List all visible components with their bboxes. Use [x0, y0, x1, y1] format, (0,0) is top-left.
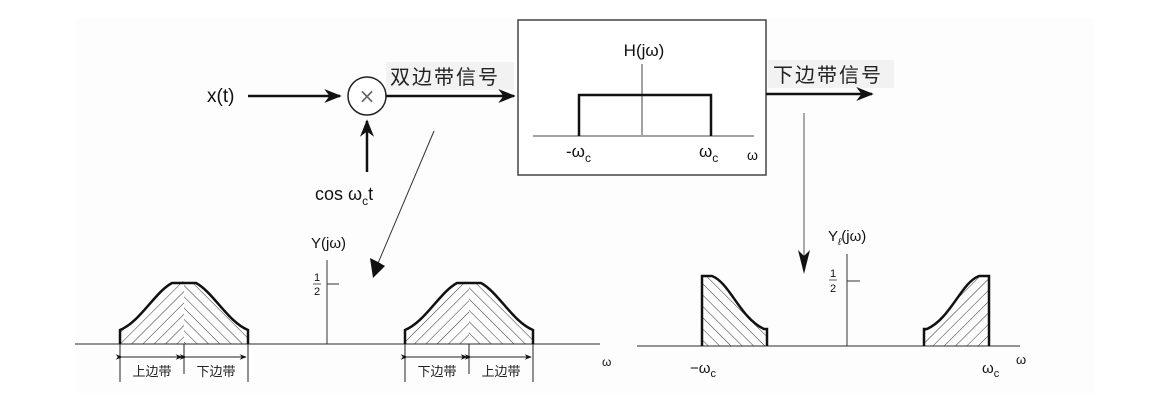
lsb-label-bg	[768, 60, 894, 88]
lsb-pointer-head	[798, 250, 810, 274]
input-label: x(t)	[207, 86, 234, 107]
dsb-left-envelope	[118, 281, 250, 344]
carrier-label: cos ωct	[315, 184, 373, 208]
lsb-half-den: 2	[830, 283, 836, 295]
lsb-spectrum: Yℓ(jω) 1 2 −ωc ωc ω	[637, 228, 1026, 380]
filter-pos-cutoff: ωc	[699, 142, 718, 165]
dsb-pointer-head	[370, 258, 385, 278]
filter-response	[577, 93, 713, 136]
dsb-half-den: 2	[314, 286, 320, 298]
lsb-right-envelope	[922, 274, 991, 346]
dsb-signal-label: 双边带信号	[390, 65, 500, 89]
filter-neg-cutoff: -ωc	[566, 142, 591, 165]
lsb-half-num: 1	[830, 268, 836, 280]
lsb-pos-cutoff: ωc	[982, 360, 1000, 380]
multiplier: ×	[347, 76, 387, 116]
dsb-right-lower-band-label: 下边带	[417, 365, 456, 380]
dsb-half-num: 1	[314, 272, 320, 284]
multiply-icon: ×	[359, 84, 376, 108]
dsb-label-bg	[386, 62, 514, 90]
dsb-right-upper-band-label: 上边带	[481, 365, 520, 380]
lsb-title: Yℓ(jω)	[828, 228, 866, 248]
dsb-left-upper-band-label: 上边带	[132, 365, 171, 380]
filter-axis-label: ω	[747, 147, 758, 163]
dsb-spectrum: Y(jω) 1 2 ω 上边带 下边带 下边带 上边带	[75, 235, 611, 382]
dsb-left-lobe	[118, 281, 250, 344]
lsb-neg-cutoff: −ωc	[690, 360, 716, 380]
lowpass-filter-box: H(jω) -ωc ωc ω	[517, 19, 767, 176]
dsb-left-lower-band-label: 下边带	[196, 365, 235, 380]
lsb-signal-label: 下边带信号	[773, 63, 883, 87]
lsb-left-envelope	[700, 274, 769, 346]
filter-title: H(jω)	[624, 41, 665, 60]
dsb-band-markers	[115, 344, 534, 382]
dsb-axis-label: ω	[602, 355, 611, 369]
dsb-right-lobe	[403, 281, 535, 344]
lsb-axis-label: ω	[1016, 352, 1026, 367]
lsb-right-band	[922, 274, 991, 346]
dsb-right-envelope	[403, 281, 535, 344]
dsb-pointer-line	[372, 130, 435, 276]
lsb-left-band	[700, 274, 769, 346]
dsb-title: Y(jω)	[311, 235, 346, 252]
